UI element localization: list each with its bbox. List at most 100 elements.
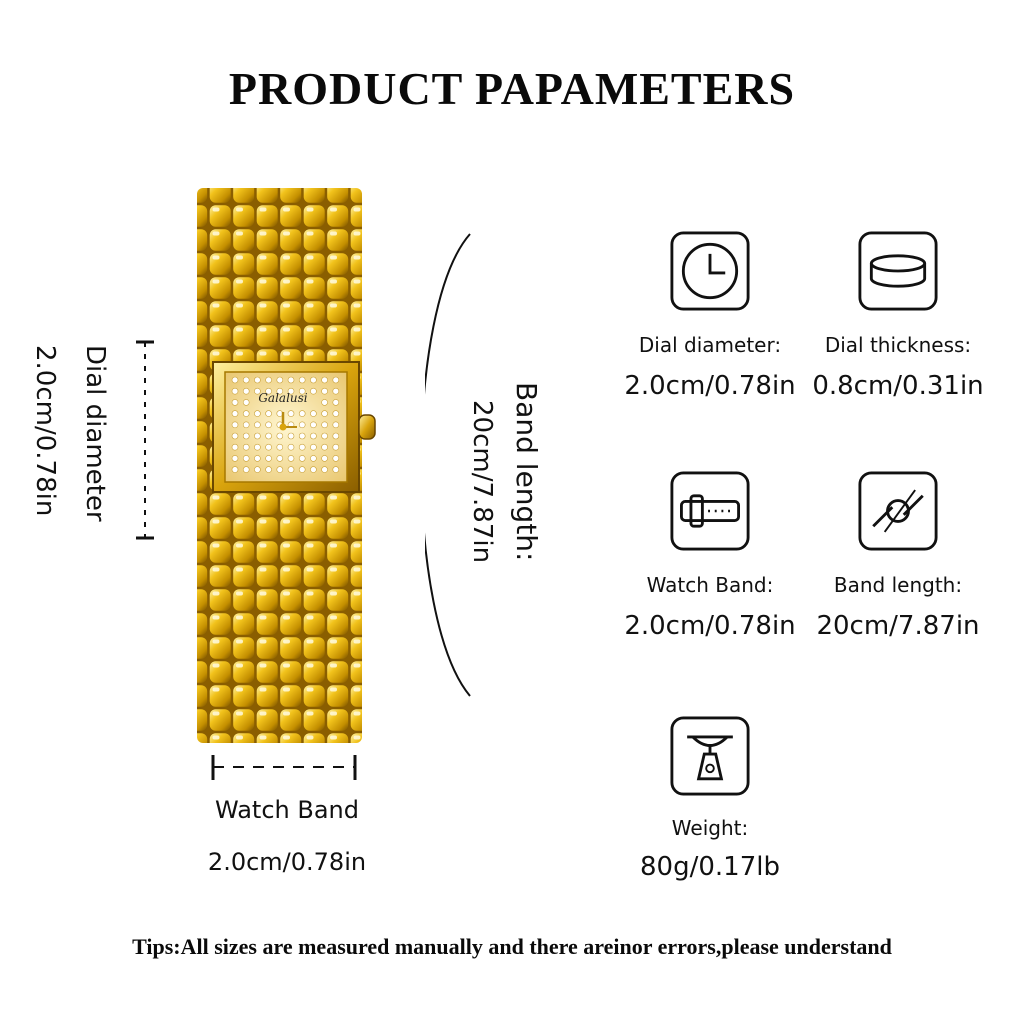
page-title: PRODUCT PAPAMETERS <box>228 63 796 114</box>
dial-gem <box>265 443 272 451</box>
dial-gem <box>231 466 239 473</box>
dial-gem <box>321 399 328 406</box>
dial-gem <box>231 376 239 384</box>
dial-gem <box>276 432 284 440</box>
spec-value: 80g/0.17lb <box>640 852 780 882</box>
dial-gem <box>332 432 340 440</box>
dial-thickness-icon <box>858 231 938 311</box>
spec-value: 0.8cm/0.31in <box>812 371 984 401</box>
dial-gem <box>254 421 261 429</box>
dial-gem <box>332 455 340 462</box>
dial-gem <box>332 421 340 429</box>
dial-gem <box>254 443 261 451</box>
dial-gem <box>231 432 239 440</box>
band-length-value: 20cm/7.87in <box>467 400 497 564</box>
dial-gem <box>321 376 328 384</box>
dial-gem <box>287 387 295 395</box>
dial-gem <box>276 466 284 473</box>
dial-gem <box>254 455 261 462</box>
dial-gem <box>254 376 261 384</box>
dial-gem <box>242 376 250 384</box>
dial-gem <box>298 376 306 384</box>
tips-note: Tips:All sizes are measured manually and… <box>132 934 892 959</box>
dial-gem <box>265 432 272 440</box>
watch-band-value: 2.0cm/0.78in <box>207 848 367 876</box>
watch-band-icon <box>670 471 750 551</box>
dial-gem <box>242 443 250 451</box>
spec-label: Dial thickness: <box>824 333 972 357</box>
dial-gem <box>265 421 272 429</box>
dial-gem <box>276 443 284 451</box>
dial-gem <box>265 376 272 384</box>
dial-gem <box>287 443 295 451</box>
dial-gem <box>287 455 295 462</box>
dial-gem <box>287 432 295 440</box>
band-length-label: Band length: <box>510 382 543 562</box>
dial-gem <box>310 443 317 451</box>
spec-dial-diameter: Dial diameter: 2.0cm/0.78in <box>610 231 810 401</box>
dial-diameter-value: 2.0cm/0.78in <box>30 345 60 517</box>
dial-gem <box>287 376 295 384</box>
dial-gem <box>231 443 239 451</box>
band-length-icon <box>858 471 938 551</box>
dial-gem <box>298 387 306 395</box>
dial-gem <box>231 455 239 462</box>
dial-gem <box>298 443 306 451</box>
dial-gem <box>310 466 317 473</box>
dial-gem <box>242 421 250 429</box>
dial-gem <box>231 399 239 406</box>
watch-image: Galalusi <box>197 188 376 743</box>
dial-gem <box>242 455 250 462</box>
dial-gem <box>310 376 317 384</box>
dial-diameter-label: Dial diameter <box>80 345 110 522</box>
dial-gem <box>298 421 306 429</box>
dial-gem <box>310 410 317 417</box>
dial-gem <box>265 466 272 473</box>
dial-gem <box>254 466 261 473</box>
dial-gem <box>332 443 340 451</box>
dial-gem <box>242 399 250 406</box>
dial-gem <box>321 455 328 462</box>
dial-gem <box>265 410 272 417</box>
dial-gem <box>332 410 340 417</box>
spec-weight: Weight: 80g/0.17lb <box>610 716 810 882</box>
dial-gem <box>276 387 284 395</box>
dial-gem <box>287 410 295 417</box>
dial-gem <box>276 376 284 384</box>
dial-gem <box>321 443 328 451</box>
scale-icon <box>670 716 750 796</box>
spec-watch-band: Watch Band: 2.0cm/0.78in <box>610 471 810 641</box>
dial-dimension-line <box>136 340 154 540</box>
band-width-dimension-line <box>211 755 357 780</box>
watch-brand: Galalusi <box>258 391 307 405</box>
dial-gem <box>321 410 328 417</box>
dial-gem <box>242 387 250 395</box>
spec-value: 2.0cm/0.78in <box>624 371 796 401</box>
dial-gem <box>321 432 328 440</box>
dial-gem <box>231 421 239 429</box>
dial-gem <box>276 455 284 462</box>
dial-gem <box>254 387 261 395</box>
dial-gem <box>298 455 306 462</box>
dial-gem <box>242 466 250 473</box>
spec-label: Watch Band: <box>646 573 774 597</box>
dial-gem <box>298 432 306 440</box>
dial-gem <box>242 410 250 417</box>
dial-gem <box>254 432 261 440</box>
dial-gem <box>287 466 295 473</box>
dial-gem <box>265 387 272 395</box>
spec-band-length: Band length: 20cm/7.87in <box>798 471 998 641</box>
dial-gem <box>310 421 317 429</box>
clock-icon <box>670 231 750 311</box>
dial-gem <box>298 466 306 473</box>
dial-gem <box>298 410 306 417</box>
dial-gem <box>310 455 317 462</box>
dial-gem <box>231 387 239 395</box>
spec-label: Dial diameter: <box>638 333 782 357</box>
spec-dial-thickness: Dial thickness: 0.8cm/0.31in <box>798 231 998 401</box>
watch-band-label: Watch Band <box>215 796 359 824</box>
spec-label: Weight: <box>671 816 749 840</box>
spec-value: 2.0cm/0.78in <box>624 611 796 641</box>
dial-gem <box>332 399 340 406</box>
band-length-arc <box>425 233 471 697</box>
